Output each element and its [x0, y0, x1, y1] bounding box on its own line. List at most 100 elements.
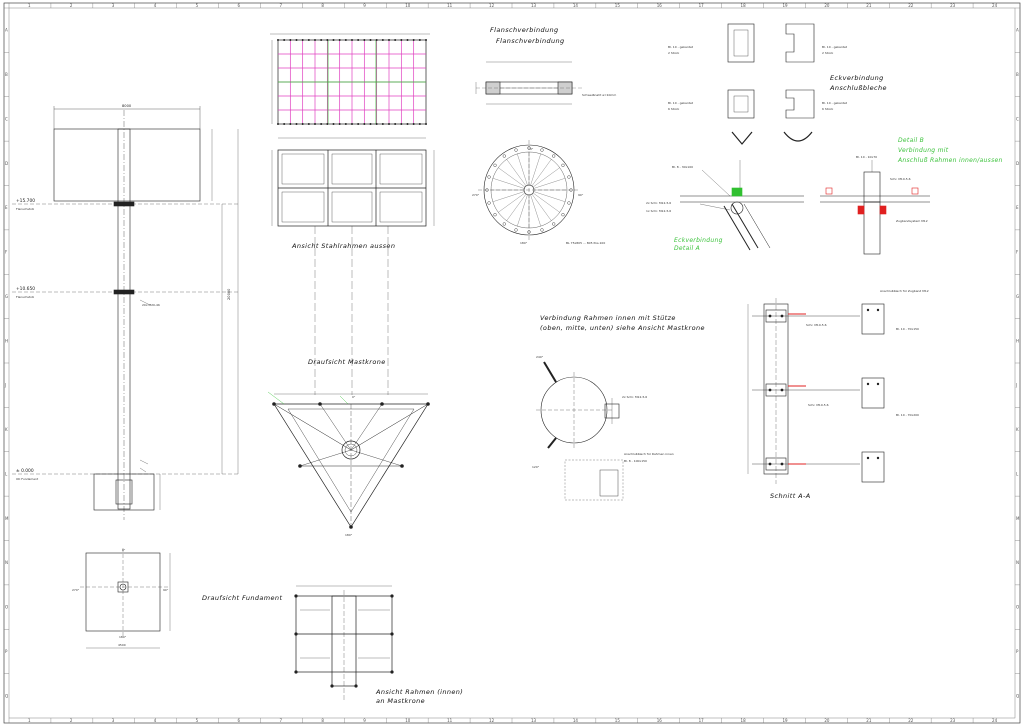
schnitt-bolts — [768, 308, 880, 466]
grid-number-bottom: 10 — [405, 718, 411, 723]
bolt — [357, 123, 360, 125]
fund-dim-4500: 4500 — [118, 643, 126, 647]
bolt — [307, 39, 310, 41]
flansch-deg-270: 270° — [472, 193, 480, 197]
grid-number-bottom: 12 — [489, 718, 495, 723]
schnitt-bl-10x150: Bl. 10 - 70x150 — [896, 327, 919, 331]
bolt — [866, 456, 870, 460]
schnitt-schr-m10-1: Schr. M10-5.6 — [806, 323, 827, 327]
bolt — [485, 188, 489, 192]
rahmen-innen-bolts — [294, 594, 394, 688]
bolt — [780, 388, 784, 392]
bolt — [540, 148, 544, 152]
grid-number-bottom: 5 — [196, 718, 199, 723]
bolt — [866, 308, 870, 312]
grid-number-top: 24 — [992, 3, 998, 8]
title-detail-b-1: Detail B — [898, 137, 924, 144]
bolt — [412, 39, 415, 41]
detail-b-bl-10x70: Bl. 10 - 10x70 — [856, 155, 877, 159]
bolt — [487, 175, 491, 179]
title-ansicht-rahmen-2: an Mastkrone — [376, 697, 425, 705]
grid-letter-right: O — [1016, 605, 1019, 610]
grid-number-bottom: 9 — [363, 718, 366, 723]
flansch-elevation — [475, 61, 582, 105]
grid-number-top: 5 — [196, 3, 199, 8]
bolt — [318, 402, 322, 406]
grid-letter-right: M — [1016, 516, 1020, 521]
eck-stueck-6a: 6 Stück — [668, 107, 679, 111]
title-verbindung-1: Verbindung Rahmen innen mit Stütze — [540, 314, 676, 322]
grid-number-top: 13 — [531, 3, 537, 8]
bolt — [567, 175, 571, 179]
krone-deg-180: 180° — [345, 533, 353, 537]
eck-detail-a — [680, 160, 804, 251]
elev-0: ± 0.000 — [16, 468, 34, 474]
grid-number-bottom: 14 — [573, 718, 579, 723]
grid-letter-right: K — [1016, 427, 1019, 432]
bolt — [561, 213, 565, 217]
mastkrone-plan — [267, 391, 429, 528]
bolt — [375, 39, 378, 41]
grid-number-bottom: 20 — [824, 718, 830, 723]
grid-number-top: 9 — [363, 3, 366, 8]
schnitt-anschlussblech: Anschlußblech für Zugband M12 — [880, 289, 929, 293]
title-draufsicht-mastkrone: Draufsicht Mastkrone — [308, 358, 386, 366]
bolt — [876, 308, 880, 312]
grid-number-top: 20 — [824, 3, 830, 8]
grid-letter-left: J — [4, 383, 6, 388]
bolt — [354, 684, 358, 688]
detail-a-schr-1: 1x Schr. M12-5.6 — [646, 209, 671, 213]
ansicht-rahmen-innen — [295, 585, 393, 700]
grid-number-bottom: 15 — [615, 718, 621, 723]
bolt — [277, 123, 279, 125]
dim-20000: 20000 — [227, 288, 231, 300]
bolt — [493, 163, 497, 167]
bolt — [866, 382, 870, 386]
grid-letter-right: E — [1016, 205, 1019, 210]
grid-letter-right: P — [1016, 649, 1019, 654]
bolt — [298, 464, 302, 468]
bolt — [351, 123, 353, 125]
bolt — [406, 123, 409, 125]
bolt — [876, 456, 880, 460]
bolt — [351, 39, 353, 41]
grid-letter-right: Q — [1016, 693, 1019, 698]
grid-letter-right: H — [1016, 338, 1019, 343]
grid-letter-left: M — [5, 516, 9, 521]
bolt — [768, 314, 772, 318]
bolt-note: 20x M20-4K — [142, 303, 161, 307]
flansch-deg-0: 0° — [530, 147, 534, 151]
fund-deg-90: 90° — [163, 588, 169, 592]
grid-number-top: 2 — [70, 3, 73, 8]
ansicht-stahlrahmen — [271, 137, 435, 395]
grid-number-top: 8 — [321, 3, 324, 8]
grid-letter-left: H — [5, 338, 8, 343]
bolt — [400, 39, 403, 41]
bolt — [394, 39, 397, 41]
bolt — [301, 39, 304, 41]
elev-15700-sub: Flanschstoß — [16, 207, 34, 211]
bolt — [514, 148, 518, 152]
bolt — [332, 123, 335, 125]
eck-bl-gekantet-3: Bl. 10 - gekantet — [668, 101, 694, 105]
fund-deg-180: 180° — [119, 635, 127, 639]
grid-number-bottom: 16 — [657, 718, 663, 723]
grid-number-top: 3 — [112, 3, 115, 8]
grid-letter-left: O — [5, 605, 8, 610]
grid-letter-right: D — [1016, 161, 1019, 166]
frame-grid-bolts — [277, 39, 427, 125]
bolt — [768, 462, 772, 466]
bolt — [295, 39, 298, 41]
bolt — [567, 201, 571, 205]
mast-elevation — [12, 106, 240, 520]
grid-letter-right: F — [1016, 250, 1019, 255]
bolt — [381, 39, 384, 41]
bolt — [283, 39, 286, 41]
title-detail-b-3: Anschluß Rahmen innen/aussen — [897, 157, 1003, 164]
bolt — [289, 123, 292, 125]
grid-number-bottom: 1 — [28, 718, 31, 723]
bolt — [412, 123, 415, 125]
